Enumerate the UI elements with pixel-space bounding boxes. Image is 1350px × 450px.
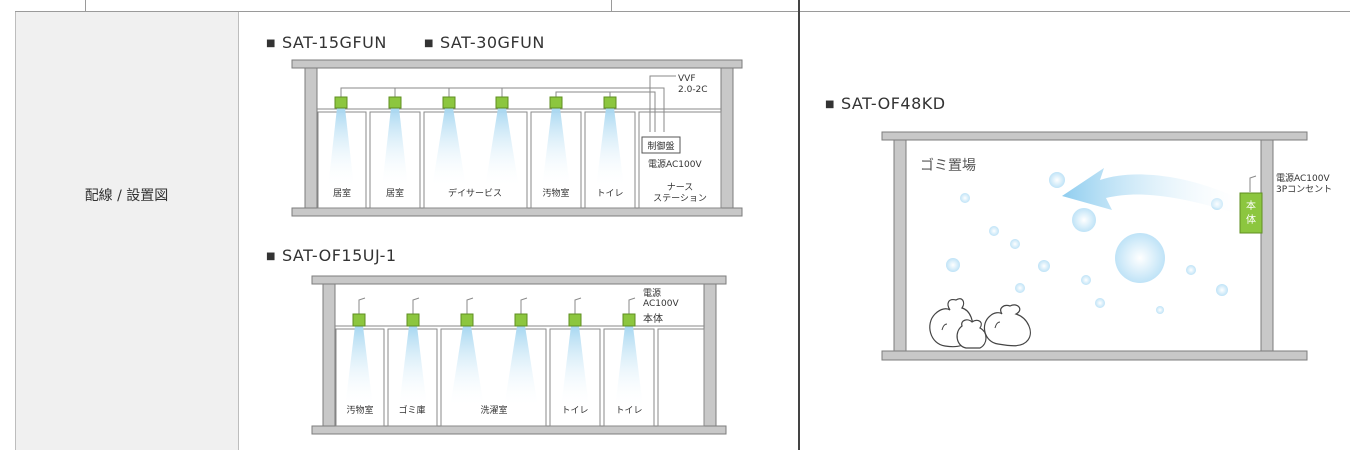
room-box [657, 328, 705, 427]
sensor-device [406, 313, 420, 327]
room-label: ゴミ庫 [398, 404, 425, 416]
diagram-title-model-b: SAT-30GFUN [424, 33, 545, 52]
station-label: ステーション [653, 193, 707, 204]
bubble [960, 193, 970, 203]
power-label: 3Pコンセント [1276, 184, 1332, 195]
garbage-bag [956, 319, 987, 349]
wiring [340, 75, 676, 132]
left-column [304, 67, 318, 209]
power-label: 電源AC100V [648, 159, 702, 170]
power-label: 電源AC100V [1276, 173, 1330, 184]
sensor-device [622, 313, 636, 327]
garbage-bag [983, 304, 1031, 347]
power-wire [1249, 175, 1257, 192]
bag-creases [941, 321, 1001, 331]
room-label: 居室 [386, 187, 404, 199]
top-row-divider [611, 0, 612, 11]
power-label: 電源 [643, 288, 661, 299]
sensor-device [388, 96, 402, 109]
room-label: 汚物室 [346, 404, 373, 416]
room-box [638, 111, 722, 209]
wiring [358, 297, 636, 314]
floor-slab [311, 425, 727, 435]
airflow-arrow [1062, 168, 1238, 214]
ceiling-slab [881, 131, 1308, 141]
room-label: デイサービス [448, 187, 502, 199]
bubble [946, 258, 960, 272]
bubble [1216, 284, 1228, 296]
bubble [1095, 298, 1105, 308]
sensor-device [568, 313, 582, 327]
row-label: 配線 / 設置図 [84, 188, 169, 204]
sensor-device [549, 96, 563, 109]
bubble [1015, 283, 1025, 293]
right-column [1260, 139, 1274, 352]
wire-spec-label: 2.0-2C [678, 85, 708, 95]
sensor-device [460, 313, 474, 327]
top-row-divider [85, 0, 86, 11]
main-unit-label: 本 [1246, 199, 1256, 212]
diagram-title-model-a: SAT-15GFUN [266, 33, 387, 52]
beams [345, 326, 643, 408]
sensor-device [442, 96, 456, 109]
sensor-device [514, 313, 528, 327]
bubble [1186, 265, 1196, 275]
main-unit-box [1239, 192, 1263, 234]
room-label: 居室 [333, 187, 351, 199]
area-label: ゴミ置場 [920, 157, 976, 174]
sensor-device [603, 96, 617, 109]
bubble [989, 226, 999, 236]
ceiling-slab [291, 59, 743, 69]
beams [328, 108, 624, 188]
room-label: 洗濯室 [480, 404, 507, 416]
bubble [1156, 306, 1164, 314]
sensor-devices [352, 313, 636, 327]
power-label: AC100V [643, 299, 679, 309]
bubble [1010, 239, 1020, 249]
bubble [1038, 260, 1050, 272]
diagram-title-model-c: SAT-OF15UJ-1 [266, 246, 397, 265]
garbage-bags [929, 298, 1031, 349]
top-row-remnant [15, 0, 1350, 12]
diagram-bottom-left: 電源 AC100V 本体 汚物室 ゴミ庫 洗濯室 トイレ トイレ [311, 275, 727, 435]
diagram-top-left: 制御盤 VVF 2.0-2C 電源AC100V 居室 居室 デイサービス 汚物室… [291, 59, 743, 217]
sensor-device [352, 313, 366, 327]
bubble [1072, 208, 1096, 232]
ceiling-slab [311, 275, 727, 285]
right-column [703, 283, 717, 427]
sensor-device [334, 96, 348, 109]
station-label: ナース [667, 182, 694, 193]
room-label: 汚物室 [542, 187, 569, 199]
right-column [720, 67, 734, 209]
column-divider [798, 0, 800, 450]
bubble [1115, 233, 1165, 283]
control-panel-label: 制御盤 [647, 140, 674, 152]
sensor-device [495, 96, 509, 109]
control-panel-box [641, 136, 681, 154]
diagram-title-model-d: SAT-OF48KD [825, 94, 946, 113]
sensor-devices [334, 96, 617, 109]
bubble [1049, 172, 1065, 188]
floor-slab [291, 207, 743, 217]
room-partitions [335, 328, 705, 427]
diagram-right: ゴミ置場 本 体 電源AC100V 3Pコンセント [881, 131, 1332, 361]
main-unit-label: 体 [1246, 214, 1256, 226]
room-label: トイレ [615, 406, 642, 416]
left-column [893, 139, 907, 352]
label-divider [238, 12, 239, 450]
left-column [322, 283, 336, 427]
wire-spec-label: VVF [678, 74, 696, 84]
room-label: トイレ [561, 406, 588, 416]
floor-slab [881, 350, 1308, 361]
unit-label: 本体 [643, 312, 663, 325]
bubble [1081, 275, 1091, 285]
room-label: トイレ [596, 189, 623, 199]
row-label-cell [15, 12, 239, 450]
